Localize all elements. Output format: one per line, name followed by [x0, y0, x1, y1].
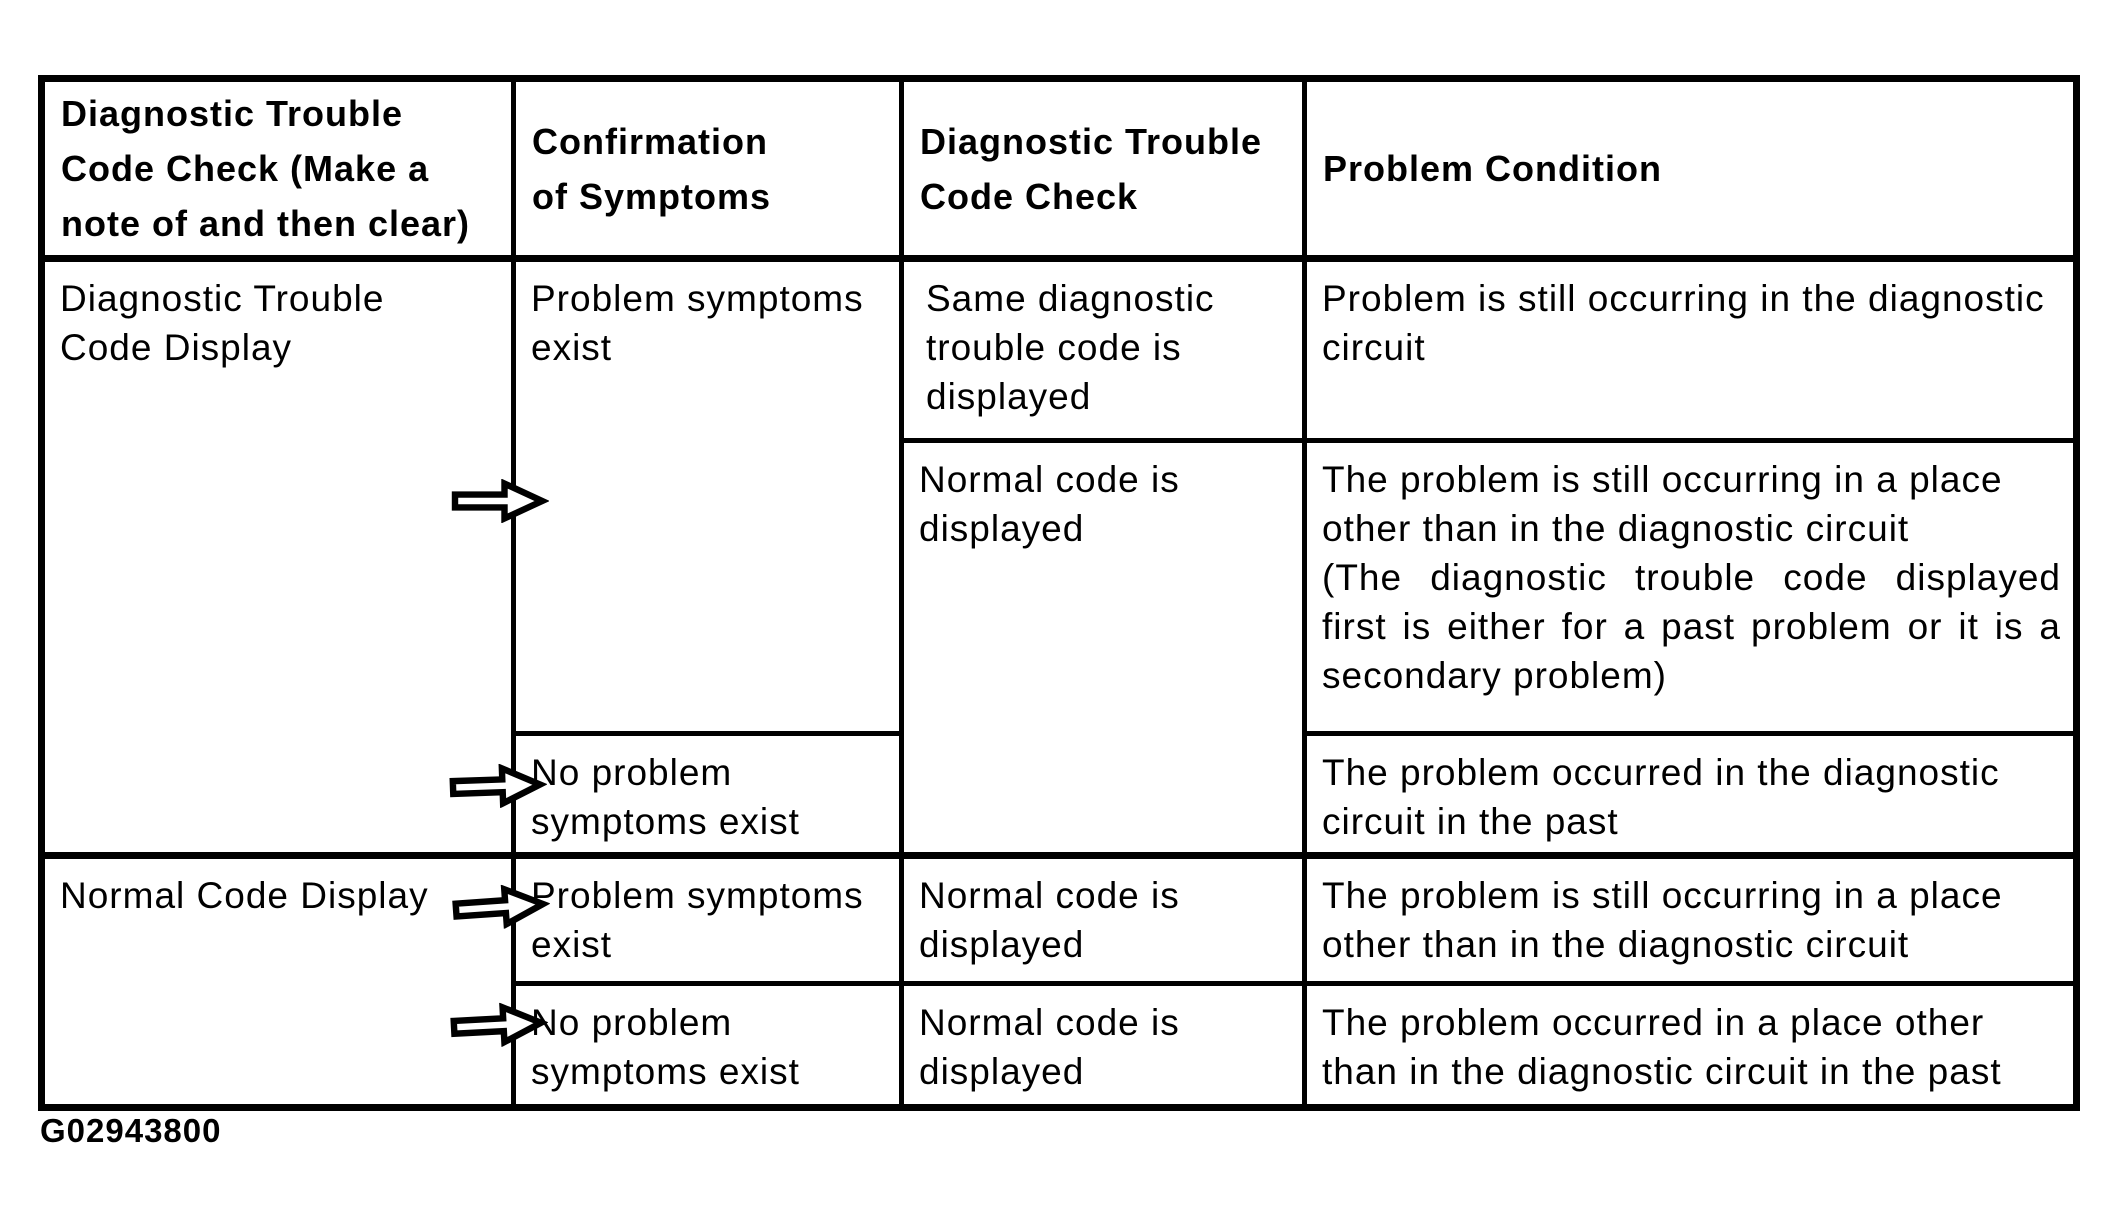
- problem-condition-note: (The diagnostic trouble code displayed f…: [1322, 557, 2061, 696]
- table-row: No problem symptoms exist The problem oc…: [42, 731, 2079, 858]
- cell-problem-symptoms-exist-1: Problem symptoms exist: [511, 256, 904, 736]
- cell-diagnostic-trouble-code-display: Diagnostic Trouble Code Display: [39, 256, 516, 858]
- cell-normal-code-displayed-2: Normal code is displayed: [899, 852, 1307, 986]
- cell-no-problem-symptoms-1: No problem symptoms exist: [511, 731, 904, 858]
- table-row: Normal Code Display Problem symptoms exi…: [39, 852, 2079, 1110]
- column-header-dtc-check: Diagnostic Trouble Code Check: [899, 76, 1307, 262]
- header-row: Diagnostic Trouble Code Check (Make a no…: [39, 76, 2079, 262]
- cell-problem-symptoms-exist-2: Problem symptoms exist: [511, 852, 904, 986]
- cell-still-occurring-other-place-1: The problem is still occurring in a plac…: [1302, 438, 2079, 736]
- right-arrow-icon: [452, 884, 551, 930]
- table-row: Diagnostic Trouble Code Display Problem …: [39, 256, 2079, 858]
- right-arrow-icon: [450, 1002, 549, 1048]
- cell-no-problem-symptoms-2: No problem symptoms exist: [511, 981, 904, 1110]
- cell-normal-code-displayed-1: Normal code is displayed: [899, 438, 1307, 858]
- cell-problem-still-in-circuit: Problem is still occurring in the diagno…: [1302, 256, 2079, 443]
- cell-occurred-other-place-past: The problem occurred in a place other th…: [1302, 981, 2079, 1110]
- figure-code: G02943800: [40, 1112, 222, 1149]
- table-row: Normal code is displayed The problem is …: [42, 438, 2079, 858]
- cell-normal-code-display: Normal Code Display: [39, 852, 516, 1110]
- cell-normal-code-displayed-3: Normal code is displayed: [899, 981, 1307, 1110]
- cell-still-occurring-other-place-2: The problem is still occurring in a plac…: [1302, 852, 2079, 986]
- cell-same-code-displayed: Same diagnostic trouble code is displaye…: [899, 256, 1307, 443]
- problem-condition-text: The problem is still occurring in a plac…: [1322, 459, 2003, 549]
- column-header-dtc-check-clear: Diagnostic Trouble Code Check (Make a no…: [39, 76, 516, 262]
- cell-occurred-in-circuit-past: The problem occurred in the diagnostic c…: [1302, 731, 2079, 858]
- column-header-confirmation-of-symptoms: Confirmation of Symptoms: [511, 76, 904, 262]
- table-row: No problem symptoms exist Normal code is…: [42, 981, 2079, 1110]
- column-header-problem-condition: Problem Condition: [1302, 76, 2079, 262]
- right-arrow-icon: [449, 763, 548, 809]
- diagnostic-trouble-code-table: Diagnostic Trouble Code Check (Make a no…: [38, 75, 2080, 1111]
- right-arrow-icon: [451, 479, 549, 523]
